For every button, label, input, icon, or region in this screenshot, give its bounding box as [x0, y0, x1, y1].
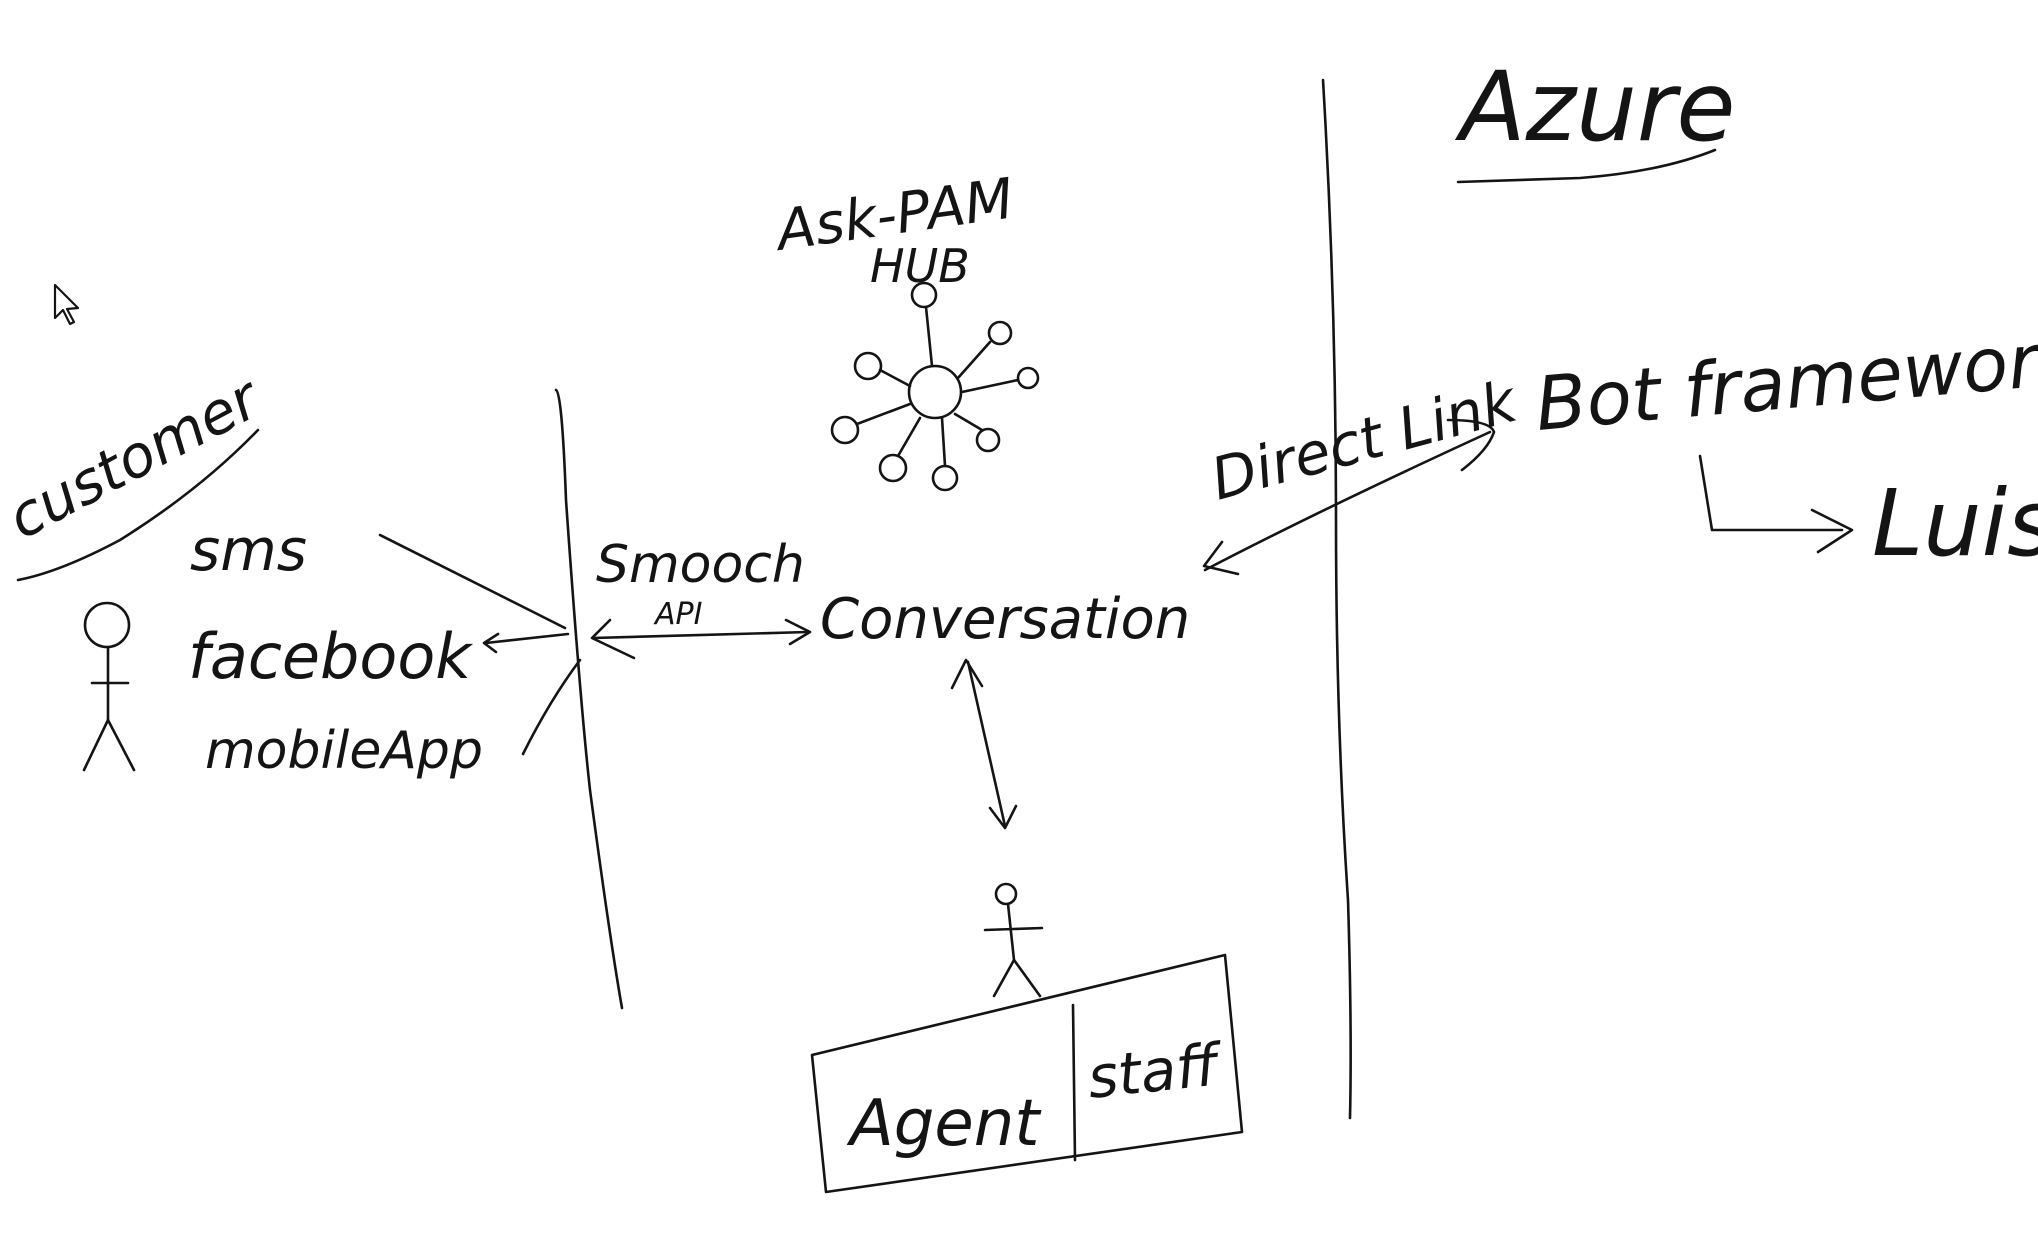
smooch-label: Smooch: [596, 535, 805, 595]
channel-facebook: facebook: [188, 620, 473, 693]
bot-to-luis-arrow: [1698, 454, 1854, 554]
boundary-line-right: [1321, 78, 1352, 1120]
agent-label: Agent: [846, 1087, 1042, 1161]
bot-framework-node: Bot framework: [1532, 314, 2038, 448]
sms-connector-line: [378, 533, 567, 630]
luis-node: Luis: [1872, 470, 2038, 577]
azure-underline: [1456, 148, 1717, 184]
mobile-app-connector-line: [521, 658, 582, 756]
conversation-node: Conversation: [820, 587, 1190, 652]
channel-mobile-app: mobileApp: [205, 721, 483, 781]
mouse-cursor-icon: [53, 283, 80, 326]
smooch-api-label: API: [653, 597, 703, 632]
conversation-agent-arrow: [950, 658, 1018, 830]
direct-link-arrow: [1202, 418, 1496, 576]
hub-network-icon: [830, 281, 1040, 492]
facebook-arrowhead: [482, 632, 500, 654]
azure-label: Azure: [1454, 51, 1735, 163]
channel-sms: sms: [190, 516, 307, 584]
agent-stick-figure-icon: [983, 882, 1044, 998]
agent-staff-box: [810, 953, 1244, 1194]
staff-label: staff: [1084, 1030, 1227, 1112]
boundary-line-left: [554, 388, 624, 1010]
customer-stick-figure-icon: [82, 601, 136, 772]
customer-underline: [16, 428, 260, 582]
facebook-connector-arrow: [484, 632, 570, 645]
smooch-conversation-arrow: [590, 618, 812, 660]
